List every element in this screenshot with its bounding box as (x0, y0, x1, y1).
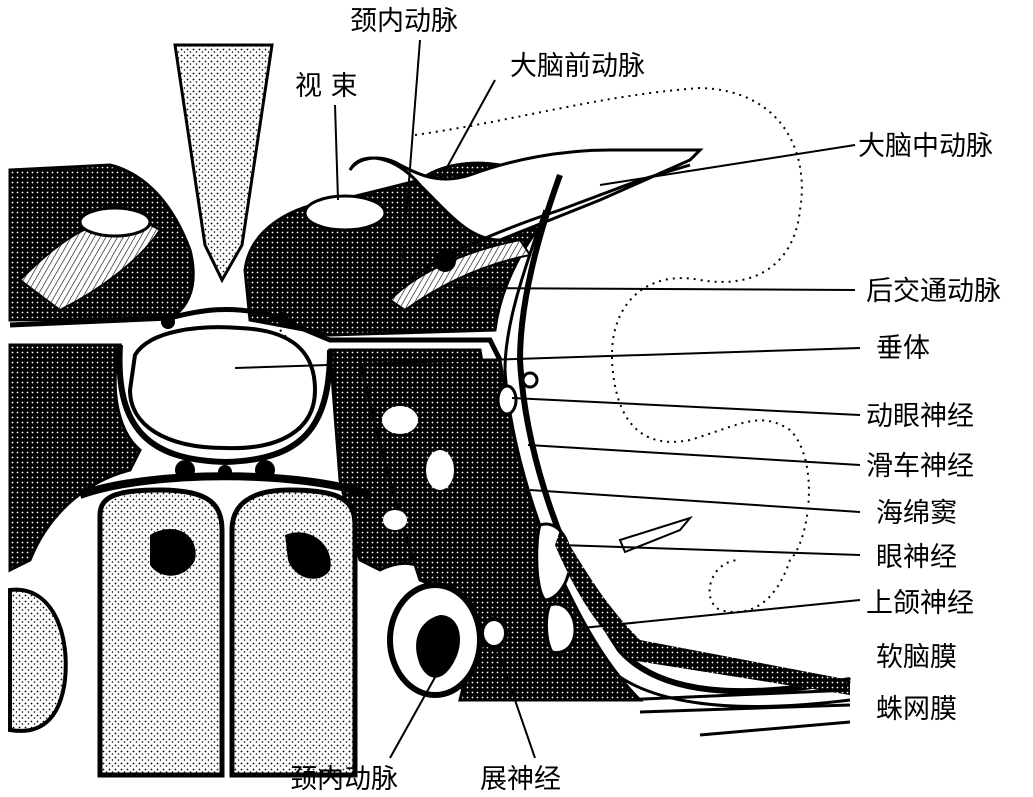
label-pia-mater: 软脑膜 (876, 642, 957, 673)
sphenoid-bone-left (8, 343, 142, 573)
label-optic-tract: 视 束 (295, 71, 358, 102)
label-ophthalmic-nerve: 眼神经 (876, 542, 957, 573)
septum-dot-mid (218, 465, 232, 479)
optic-tract (303, 194, 387, 232)
lateral-dura (516, 173, 851, 695)
trabecula-1 (382, 406, 418, 434)
label-abducens-nerve: 展神经 (480, 764, 561, 795)
lateral-wall-pattern (555, 530, 850, 695)
maxillary-nerve-section (545, 602, 577, 655)
label-middle-cerebral-artery: 大脑中动脉 (858, 131, 993, 162)
label-cavernous-sinus: 海绵窦 (876, 498, 957, 529)
label-posterior-communicating-artery: 后交通动脉 (866, 276, 1001, 307)
left-edge-sinus (8, 587, 68, 733)
septum-dot-left (175, 460, 195, 480)
posterior-communicating-artery (434, 250, 456, 272)
label-trochlear-nerve: 滑车神经 (866, 451, 974, 482)
septum-dot-right (255, 460, 275, 480)
internal-carotid-upper (348, 148, 704, 242)
left-clinoid-dot (161, 315, 175, 329)
middle-cerebral-artery (409, 163, 691, 282)
pia-mater-line (619, 688, 851, 702)
trabecula-2 (426, 450, 454, 490)
oculomotor-nerve-section (496, 384, 518, 416)
sinus-dark-left (150, 529, 196, 576)
label-oculomotor-nerve: 动眼神经 (866, 401, 974, 432)
left-optic-structure (78, 206, 152, 238)
label-anterior-cerebral-artery: 大脑前动脉 (510, 51, 645, 82)
left-hatched-gyrus (18, 218, 162, 312)
trabecula-3 (383, 510, 407, 530)
arachnoid-line (639, 703, 851, 714)
dura-bottom-line (699, 720, 851, 737)
label-maxillary-nerve: 上颌神经 (866, 588, 974, 619)
label-pituitary: 垂体 (876, 333, 930, 364)
pituitary-gland (127, 325, 318, 451)
carotid-hatched-wall (388, 238, 532, 312)
sella-floor-bone (116, 344, 333, 466)
carotid-lumen (416, 615, 460, 678)
right-clinoid-dot (276, 312, 288, 324)
sinus-dark-right (285, 532, 331, 579)
label-internal-carotid-bottom: 颈内动脉 (290, 764, 398, 795)
label-internal-carotid-top: 颈内动脉 (350, 6, 458, 37)
trochlear-nerve-section (521, 371, 539, 389)
label-arachnoid: 蛛网膜 (876, 694, 957, 725)
abducens-nerve-section (480, 617, 508, 649)
pituitary-stalk (173, 43, 274, 284)
leader-lines (234, 39, 861, 759)
